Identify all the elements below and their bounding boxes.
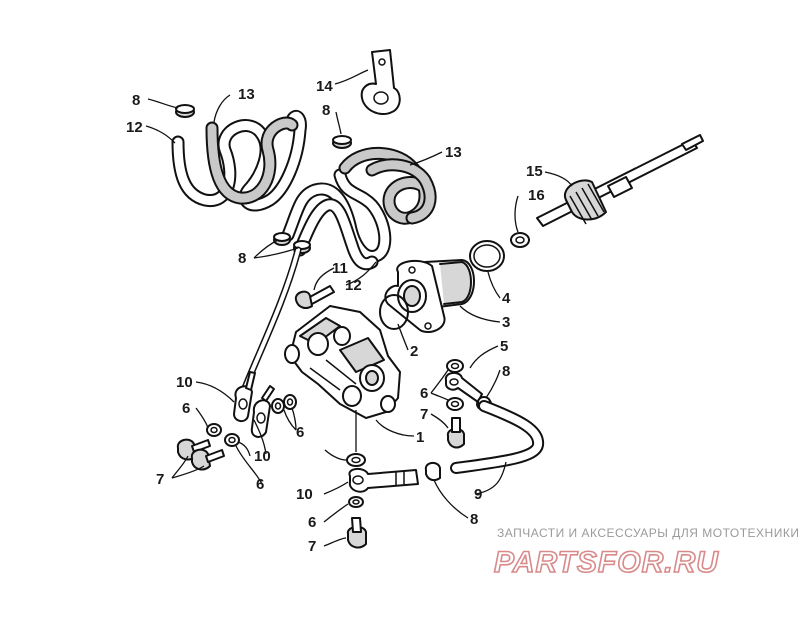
callout-8: 8 — [322, 102, 330, 119]
drive-shaft-gear — [536, 134, 704, 227]
callout-4: 4 — [502, 290, 511, 307]
callout-labels: 8 12 13 14 8 13 15 16 8 11 12 4 3 2 5 8 … — [126, 78, 545, 555]
washer-bottom-center — [346, 453, 366, 467]
washer-right-a — [446, 359, 464, 373]
watermark: ЗАПЧАСТИ И АКСЕССУАРЫ ДЛЯ МОТОТЕХНИКИ PA… — [493, 526, 799, 580]
bracket-part — [360, 49, 401, 116]
callout-2: 2 — [410, 343, 418, 360]
callout-6: 6 — [308, 514, 316, 531]
callout-12: 12 — [126, 119, 143, 136]
hose-clamp-top-left — [175, 104, 195, 118]
callout-14: 14 — [316, 78, 333, 95]
callout-7: 7 — [308, 538, 316, 555]
hose-clamp-bottom — [424, 462, 441, 482]
callout-12: 12 — [345, 277, 362, 294]
o-ring-part — [469, 240, 505, 272]
bolt-11 — [294, 285, 335, 309]
callout-7: 7 — [420, 406, 428, 423]
callout-13: 13 — [238, 86, 255, 103]
hose-assembly-right — [338, 146, 437, 225]
washer-left-upper — [206, 423, 222, 437]
banjo-bolt-bottom — [346, 517, 367, 549]
oil-hose-9 — [450, 400, 545, 474]
callout-9: 9 — [474, 486, 482, 503]
callout-8: 8 — [132, 92, 140, 109]
gasket-part — [379, 294, 409, 330]
callout-8: 8 — [470, 511, 478, 528]
callout-7: 7 — [156, 471, 164, 488]
banjo-fitting-bottom — [348, 468, 419, 493]
pump-housing-part — [384, 259, 475, 334]
callout-3: 3 — [502, 314, 510, 331]
watermark-caption: ЗАПЧАСТИ И АКСЕССУАРЫ ДЛЯ МОТОТЕХНИКИ — [497, 526, 799, 540]
washer-left-lower — [224, 433, 240, 447]
washer-center-a — [271, 398, 285, 414]
callout-13: 13 — [445, 144, 462, 161]
oil-line-left — [233, 246, 302, 438]
banjo-bolt-right — [446, 417, 465, 449]
washer-bottom-small — [348, 496, 364, 508]
hose-clamp-top-center — [332, 135, 352, 149]
callout-1: 1 — [416, 429, 424, 446]
callout-5: 5 — [500, 338, 508, 355]
callout-10: 10 — [176, 374, 193, 391]
oil-seal-part — [510, 232, 530, 248]
callout-6: 6 — [182, 400, 190, 417]
callout-8: 8 — [238, 250, 246, 267]
hose-clamp-mid-a — [273, 232, 291, 246]
callout-6: 6 — [256, 476, 264, 493]
leader-lines — [145, 69, 573, 547]
callout-6: 6 — [296, 424, 304, 441]
callout-11: 11 — [332, 260, 348, 277]
washer-right-b — [446, 397, 464, 411]
oil-pump-body — [284, 305, 401, 419]
banjo-bolt-left-b — [190, 448, 225, 471]
callout-8: 8 — [502, 363, 510, 380]
hose-clamp-mid-b — [293, 240, 311, 254]
callout-6: 6 — [420, 385, 428, 402]
callout-10: 10 — [254, 448, 271, 465]
hose-assembly-left — [171, 109, 392, 271]
callout-15: 15 — [526, 163, 543, 180]
callout-10: 10 — [296, 486, 313, 503]
washer-center-b — [283, 394, 297, 410]
watermark-logo: PARTSFOR.RU — [494, 546, 719, 579]
callout-16: 16 — [528, 187, 545, 204]
